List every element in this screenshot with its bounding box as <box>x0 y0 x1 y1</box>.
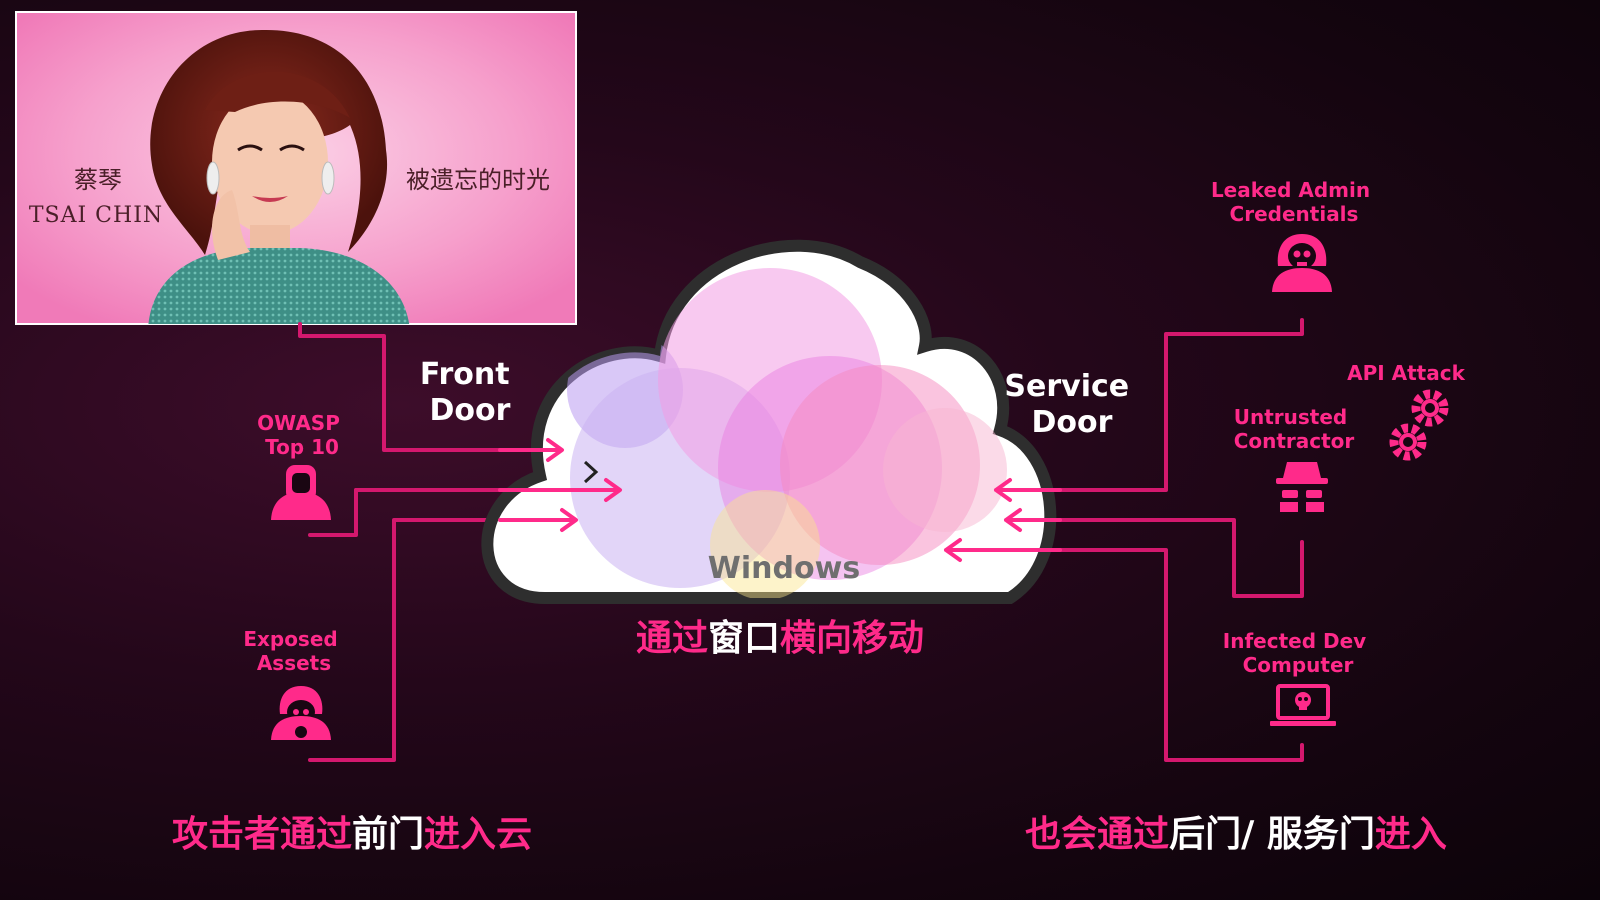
masked-hacker-icon <box>271 686 331 740</box>
gears-icon <box>1389 389 1449 461</box>
center-caption: 通过窗口横向移动 <box>636 618 924 659</box>
arrow-service-3 <box>944 538 1062 562</box>
arrow-front-1 <box>498 438 564 462</box>
arrow-front-2 <box>498 478 622 502</box>
arrow-service-1 <box>994 478 1062 502</box>
hooded-skull-icon <box>1272 234 1332 292</box>
arrow-front-3 <box>498 508 578 532</box>
spy-icon <box>1276 462 1328 512</box>
cloud-center-label: Windows <box>708 551 860 586</box>
service-door-label: Service Door <box>1004 369 1139 440</box>
photo-name-en: TSAI CHIN <box>29 203 163 228</box>
hair-shape <box>150 29 388 255</box>
exposed-label: Exposed Assets <box>243 627 344 675</box>
sweater-shape <box>148 248 410 324</box>
photo-album-title: 被遗忘的时光 <box>406 166 550 194</box>
hacker-icon <box>271 465 331 520</box>
owasp-label: OWASP Top 10 <box>257 411 347 459</box>
cloud-bubbles <box>567 268 1007 598</box>
arrow-service-2 <box>1004 508 1062 532</box>
contractor-label: Untrusted Contractor <box>1234 405 1355 453</box>
arrows <box>498 438 1062 562</box>
right-caption: 也会通过后门/ 服务门进入 <box>1025 814 1447 855</box>
album-photo: 蔡琴 TSAI CHIN 被遗忘的时光 <box>15 11 577 325</box>
leaked-label: Leaked Admin Credentials <box>1211 178 1377 226</box>
front-door-label: Front Door <box>420 357 520 428</box>
left-caption: 攻击者通过前门进入云 <box>172 814 532 855</box>
infected-laptop-icon <box>1270 684 1336 726</box>
chevron-right-icon <box>583 460 599 484</box>
cloud: Windows <box>481 239 1057 604</box>
photo-name-cn: 蔡琴 <box>74 166 122 194</box>
face-shape <box>212 90 328 234</box>
infected-label: Infected Dev Computer <box>1223 629 1373 677</box>
api-attack-label: API Attack <box>1347 361 1465 385</box>
connector-lines <box>298 318 1304 762</box>
